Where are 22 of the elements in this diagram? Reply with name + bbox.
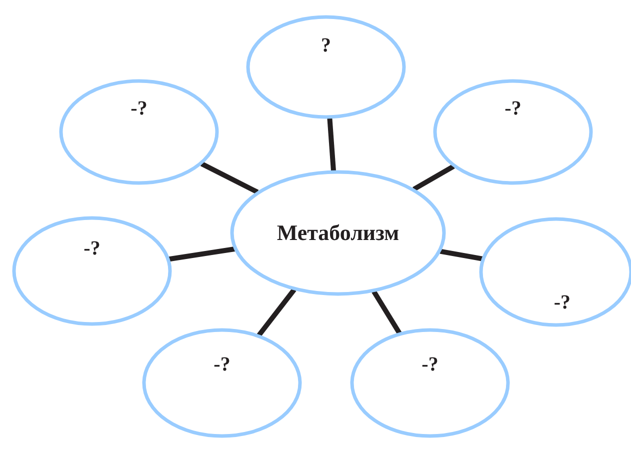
node-text: -? (504, 97, 522, 120)
node-text: -? (84, 238, 100, 260)
connector-line (412, 164, 455, 192)
connector-line (168, 246, 235, 262)
node-text: -? (130, 97, 148, 120)
connector-line (327, 118, 336, 172)
connector-line (200, 162, 259, 194)
ellipse-node (350, 328, 510, 438)
ellipse-node (142, 328, 302, 438)
node-text: ? (321, 34, 331, 58)
node-text: Метаболизм (276, 220, 400, 246)
ellipse-node (230, 170, 446, 296)
connector-line (372, 290, 402, 334)
ellipse-node (433, 79, 593, 185)
node-text: -? (554, 291, 570, 314)
ellipse-node (12, 216, 172, 326)
connector-line (440, 248, 483, 262)
ellipse-node (246, 15, 406, 119)
ellipse-node (59, 79, 219, 185)
node-text: -? (422, 354, 438, 377)
connector-line (256, 288, 296, 337)
node-text: -? (214, 354, 230, 377)
